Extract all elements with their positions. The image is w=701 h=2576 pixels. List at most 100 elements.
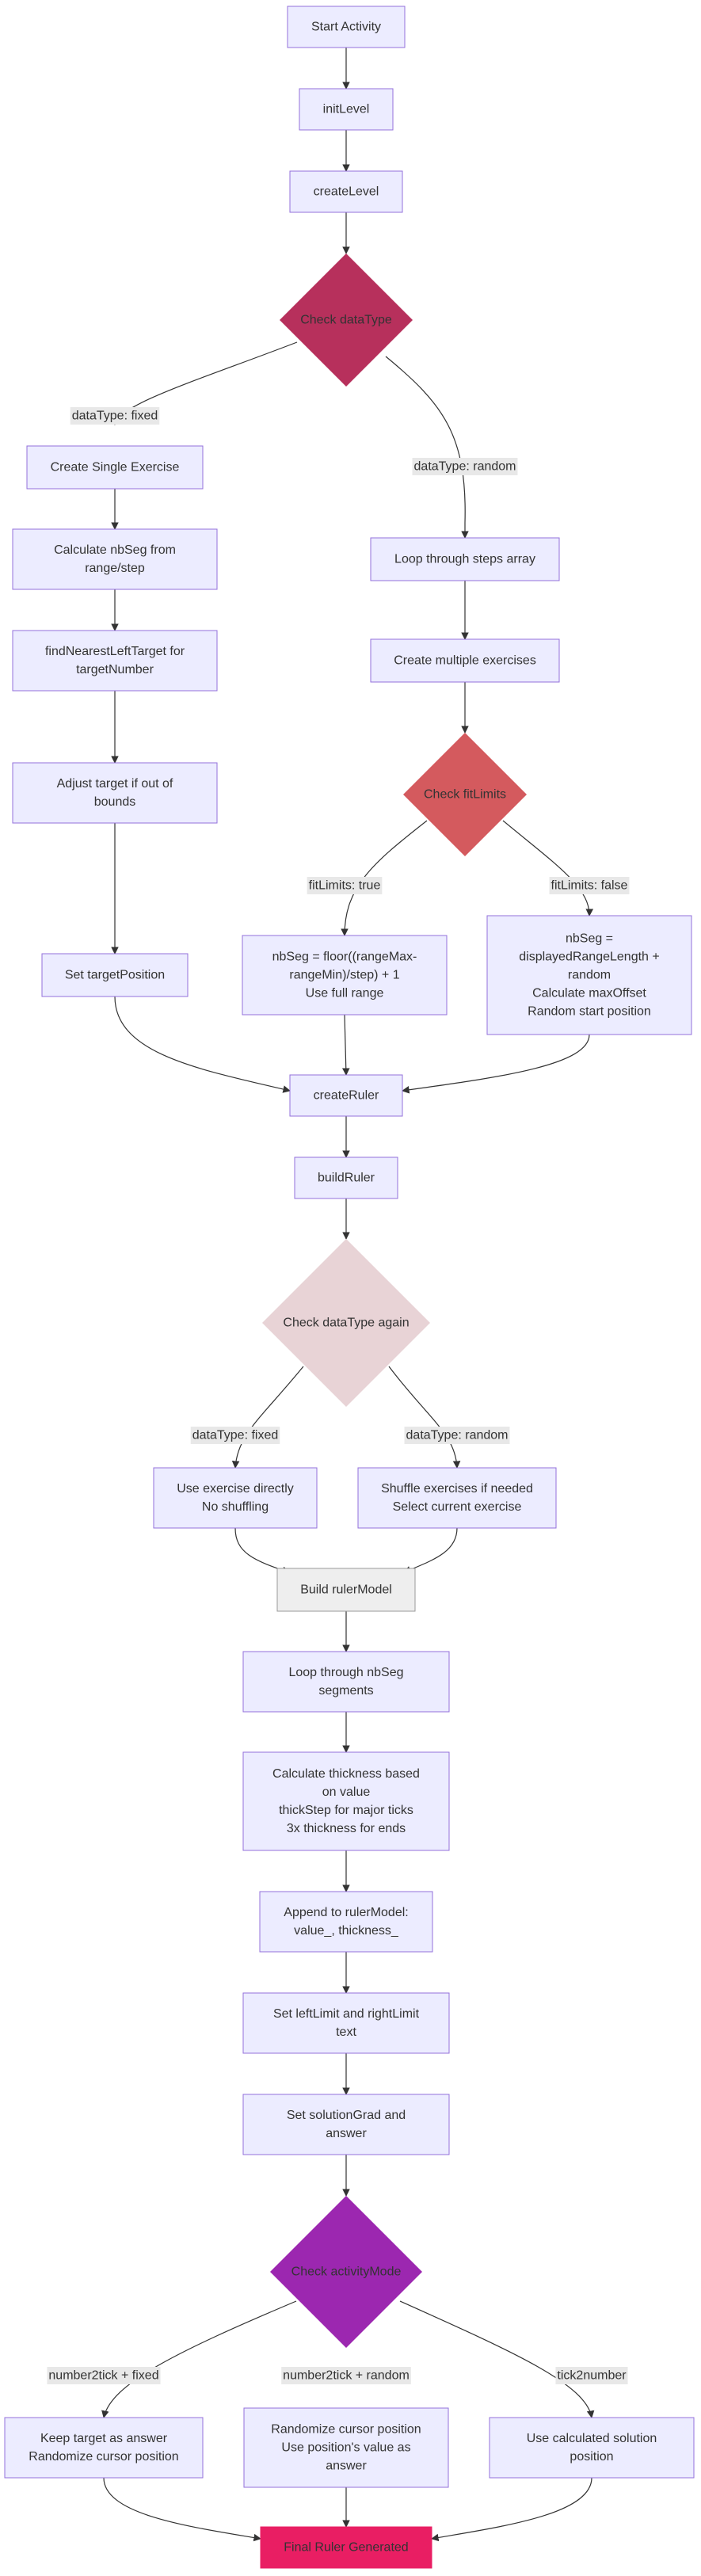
edge-label-bg	[281, 2367, 411, 2384]
node-text: answer	[326, 2460, 367, 2473]
node-checkFit: Check fitLimits	[403, 733, 527, 856]
node-text: Loop through steps array	[394, 553, 535, 566]
node-loopNbSeg: Loop through nbSeg segments	[242, 1651, 450, 1713]
edge-label-text: fitLimits: true	[309, 879, 381, 893]
node-text: Build rulerModel	[300, 1583, 392, 1597]
node-checkMode: Check activityMode	[270, 2196, 422, 2348]
edge-label-mode2: number2tick + random	[281, 2367, 411, 2384]
node-text: position	[570, 2450, 613, 2464]
node-box	[294, 1157, 398, 1199]
node-text: initLevel	[323, 103, 370, 116]
node-box	[243, 2407, 449, 2488]
edge-arrow	[103, 2477, 261, 2542]
node-box	[153, 1467, 318, 1529]
node-box	[287, 6, 406, 48]
node-box	[299, 88, 394, 131]
node-text: No shuffling	[202, 1500, 269, 1514]
node-useCalc: Use calculated solution position	[489, 2417, 695, 2479]
node-text: Check dataType	[300, 314, 392, 327]
node-text: answer	[326, 2127, 367, 2140]
edge-label-mode3: tick2number	[555, 2367, 628, 2384]
edge-label-bg	[549, 877, 630, 894]
edge-label-mode1: number2tick + fixed	[47, 2367, 161, 2384]
node-text: 3x thickness for ends	[287, 1822, 406, 1835]
node-text: Randomize cursor position	[271, 2423, 421, 2437]
node-text: random	[568, 969, 611, 982]
edge-arrow	[341, 1014, 350, 1076]
edge-label-fitFalse: fitLimits: false	[549, 877, 630, 894]
node-text: Check fitLimits	[424, 788, 506, 802]
edge-arrow	[231, 1366, 304, 1469]
edge-label-fixed1: dataType: fixed	[70, 407, 160, 425]
node-text: targetNumber	[76, 663, 154, 676]
node-text: Use calculated solution	[527, 2432, 657, 2445]
node-box	[489, 2417, 695, 2479]
node-text: Check activityMode	[291, 2265, 402, 2279]
edge-label-bg	[412, 458, 518, 475]
edge-arrow	[101, 2300, 297, 2418]
node-text: Select current exercise	[393, 1500, 522, 1514]
node-text: range/step	[85, 562, 145, 575]
node-box	[12, 630, 218, 692]
node-text: Use full range	[306, 987, 384, 1000]
node-text: Set leftLimit and rightLimit	[273, 2007, 420, 2021]
edge-label-text: dataType: random	[406, 1429, 509, 1442]
node-buildModel: Build rulerModel	[276, 1568, 416, 1612]
edge-arrow	[431, 2477, 592, 2542]
node-box	[276, 1568, 416, 1612]
node-text: Set solutionGrad and	[287, 2109, 406, 2122]
node-box	[370, 638, 560, 683]
node-text: thickStep for major ticks	[279, 1804, 413, 1817]
node-text: buildRuler	[318, 1172, 375, 1185]
node-text: Start Activity	[311, 21, 381, 34]
node-box	[242, 1751, 450, 1851]
node-buildRuler: buildRuler	[294, 1157, 398, 1199]
node-box	[260, 2526, 432, 2569]
node-box	[242, 1992, 450, 2054]
node-text: Use position's value as	[281, 2441, 410, 2455]
node-text: on value	[322, 1785, 371, 1799]
node-checkAgain: Check dataType again	[262, 1239, 430, 1407]
node-text: Use exercise directly	[177, 1482, 294, 1496]
node-text: Set targetPosition	[65, 969, 165, 982]
node-text: text	[336, 2025, 356, 2039]
node-appendModel: Append to rulerModel:value_, thickness_	[259, 1891, 433, 1953]
node-text: createLevel	[314, 185, 379, 199]
node-text: Loop through nbSeg	[288, 1666, 403, 1679]
node-text: displayedRangeLength +	[519, 951, 659, 964]
edge-label-text: number2tick + fixed	[48, 2369, 158, 2383]
node-text: Randomize cursor position	[29, 2450, 178, 2464]
edge-label-text: tick2number	[557, 2369, 627, 2383]
node-box	[242, 1651, 450, 1713]
node-setSolution: Set solutionGrad and answer	[242, 2094, 450, 2155]
node-text: Adjust target if out of	[57, 777, 173, 791]
decision-diamond	[262, 1239, 430, 1407]
node-box	[289, 1074, 403, 1117]
edge-label-bg	[47, 2367, 161, 2384]
edge-label-text: fitLimits: false	[551, 879, 628, 893]
edge-label-text: dataType: fixed	[192, 1429, 279, 1442]
node-useDirect: Use exercise directly No shuffling	[153, 1467, 318, 1529]
edge-label-bg	[307, 877, 383, 894]
node-loopSteps: Loop through steps array	[370, 537, 560, 581]
node-text: value_, thickness_	[294, 1924, 399, 1938]
node-fitTrue: nbSeg = floor((rangeMax-rangeMin)/step) …	[242, 935, 448, 1016]
node-text: Create multiple exercises	[394, 654, 536, 668]
node-createSingle: Create Single Exercise	[26, 445, 204, 490]
node-box	[12, 528, 218, 590]
node-text: Check dataType again	[283, 1317, 409, 1330]
node-createMultiple: Create multiple exercises	[370, 638, 560, 683]
node-box	[486, 915, 692, 1035]
node-box	[357, 1467, 557, 1529]
edge-label-text: dataType: fixed	[72, 410, 158, 423]
node-text: nbSeg = floor((rangeMax-	[272, 951, 417, 964]
node-text: segments	[318, 1684, 373, 1698]
decision-diamond	[270, 2196, 422, 2348]
node-text: rangeMin)/step) + 1	[289, 969, 399, 982]
edge-label-fixed2: dataType: fixed	[190, 1427, 280, 1444]
